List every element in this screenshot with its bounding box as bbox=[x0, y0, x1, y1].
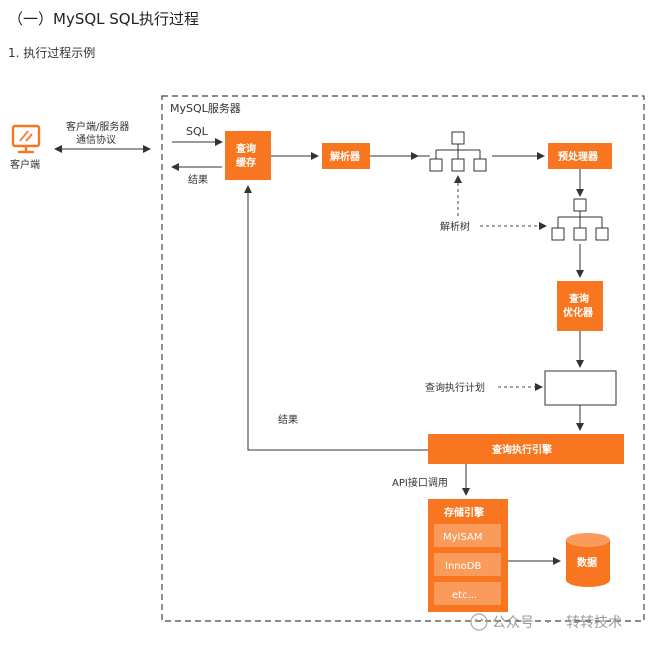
data-label: 数据 bbox=[577, 556, 597, 569]
engine-item-label: InnoDB bbox=[445, 561, 481, 572]
parser-label: 解析器 bbox=[330, 150, 361, 163]
section-subtitle: 1. 执行过程示例 bbox=[8, 46, 96, 60]
engine-item-label: MyISAM bbox=[443, 532, 483, 543]
parser-box bbox=[322, 143, 370, 169]
result-left-label: 结果 bbox=[278, 413, 298, 426]
watermark-separator: · bbox=[546, 615, 550, 631]
engine-item bbox=[434, 553, 501, 576]
query-cache-label-2: 缓存 bbox=[235, 156, 256, 169]
exec-plan-box bbox=[544, 370, 617, 406]
optimizer-label-1: 查询 bbox=[568, 292, 589, 305]
engine-item bbox=[434, 524, 501, 547]
protocol-label-1: 客户端/服务器 bbox=[66, 120, 129, 133]
watermark: 公众号 · 转转技术 bbox=[470, 613, 622, 631]
parse-tree-label: 解析树 bbox=[440, 220, 470, 233]
exec-engine-label: 查询执行引擎 bbox=[491, 443, 552, 456]
parse-tree-icon bbox=[551, 198, 609, 241]
optimizer-box bbox=[557, 281, 603, 331]
client-label: 客户端 bbox=[10, 158, 40, 171]
exec-plan-label: 查询执行计划 bbox=[425, 381, 485, 394]
optimizer-label-2: 优化器 bbox=[563, 306, 594, 319]
result-return-arrow bbox=[244, 185, 428, 451]
exec-engine-box bbox=[428, 434, 624, 464]
engine-item-label: etc... bbox=[452, 590, 477, 601]
query-cache-label-1: 查询 bbox=[235, 142, 256, 155]
preprocessor-label: 预处理器 bbox=[558, 150, 599, 163]
watermark-account: 公众号 bbox=[492, 615, 534, 631]
server-title: MySQL服务器 bbox=[170, 102, 241, 115]
sql-label: SQL bbox=[186, 125, 209, 138]
engine-item bbox=[434, 582, 501, 605]
protocol-label-2: 通信协议 bbox=[76, 133, 116, 146]
result-label: 结果 bbox=[188, 173, 208, 186]
server-frame bbox=[161, 95, 645, 622]
parse-tree-icon bbox=[418, 131, 487, 172]
storage-engine-label: 存储引擎 bbox=[444, 506, 484, 519]
watermark-name: 转转技术 bbox=[566, 615, 622, 631]
page-title: （一）MySQL SQL执行过程 bbox=[8, 10, 199, 28]
monitor-icon bbox=[11, 124, 41, 154]
preprocessor-box bbox=[548, 143, 612, 169]
api-call-label: API接口调用 bbox=[392, 476, 448, 489]
database-icon bbox=[566, 533, 610, 587]
query-cache-box bbox=[225, 131, 271, 180]
